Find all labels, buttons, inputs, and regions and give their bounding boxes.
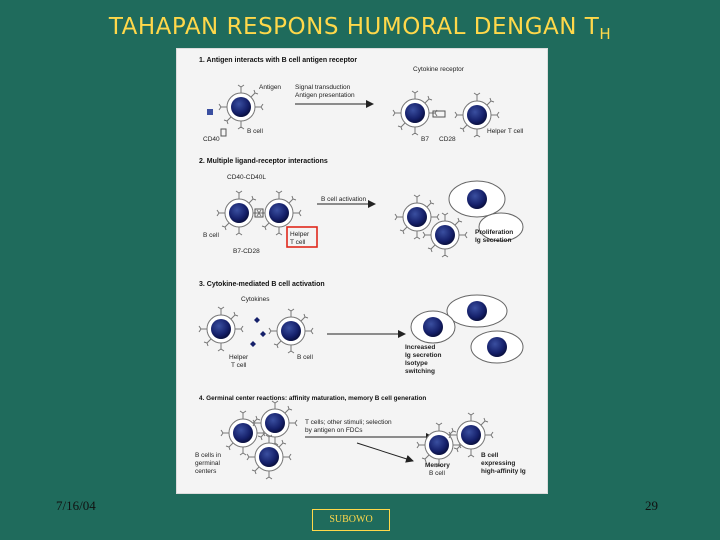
high-affinity-b-cell bbox=[448, 412, 494, 458]
slide-date: 7/16/04 bbox=[56, 498, 96, 513]
high-affinity-label-2: expressing bbox=[481, 460, 515, 467]
author-box: SUBOWO bbox=[312, 509, 390, 531]
memory-label-2: B cell bbox=[429, 470, 445, 477]
cytokine-molecules bbox=[250, 317, 266, 347]
ligand-contact bbox=[254, 208, 264, 218]
helper-t-cell-highlight bbox=[286, 226, 318, 248]
panel-4-arrow-line1: T cells; other stimuli; selection bbox=[305, 419, 392, 426]
panel-1-arrow-line2: Antigen presentation bbox=[295, 92, 355, 99]
b7-cd28-contact bbox=[432, 110, 446, 118]
b-cell-label-1: B cell bbox=[247, 128, 263, 135]
proliferation-label: Proliferation bbox=[475, 229, 513, 236]
proliferating-cell-2 bbox=[478, 212, 524, 242]
panel-3-heading: 3. Cytokine-mediated B cell activation bbox=[199, 281, 325, 288]
antigen-marker bbox=[207, 109, 213, 115]
gc-b-cell-2 bbox=[252, 400, 298, 446]
nucleus-4 bbox=[487, 337, 507, 357]
nucleus-1 bbox=[467, 189, 487, 209]
gc-label-3: centers bbox=[195, 468, 217, 475]
switching-label: switching bbox=[405, 368, 435, 375]
cd40-receptor bbox=[220, 128, 227, 137]
b7-cd28-label: B7-CD28 bbox=[233, 248, 260, 255]
high-affinity-label-1: B cell bbox=[481, 452, 499, 459]
nucleus-3 bbox=[423, 317, 443, 337]
ig-secretion-label: Ig secretion bbox=[475, 237, 512, 244]
b-cell-label-2: B cell bbox=[203, 232, 219, 239]
helper-t-cell-2 bbox=[256, 190, 302, 236]
panel-2-arrow-label: B cell activation bbox=[321, 196, 367, 203]
humoral-response-figure: 1. Antigen interacts with B cell antigen… bbox=[176, 48, 548, 494]
panel-3: 3. Cytokine-mediated B cell activation C… bbox=[198, 281, 524, 375]
cytokine-receptor-label: Cytokine receptor bbox=[413, 66, 465, 73]
panel-1-heading: 1. Antigen interacts with B cell antigen… bbox=[199, 57, 357, 64]
ig-secretion-label-2: Ig secretion bbox=[405, 352, 442, 359]
panel-1-arrow-line1: Signal transduction bbox=[295, 84, 351, 91]
slide-page-number: 29 bbox=[645, 498, 658, 513]
panel-1: 1. Antigen interacts with B cell antigen… bbox=[199, 57, 524, 143]
panel-4: 4. Germinal center reactions: affinity m… bbox=[195, 395, 526, 480]
high-affinity-label-3: high-affinity Ig bbox=[481, 468, 526, 475]
isotype-label: Isotype bbox=[405, 360, 428, 367]
helper-t-cell-3 bbox=[198, 306, 244, 352]
helper-label-2b: T cell bbox=[290, 239, 306, 246]
panel-2-heading: 2. Multiple ligand-receptor interactions bbox=[199, 158, 328, 165]
slide-title-subscript: H bbox=[599, 25, 612, 43]
cd28-label: CD28 bbox=[439, 136, 456, 143]
helper-label-2a: Helper bbox=[290, 231, 310, 238]
helper-label-3a: Helper bbox=[229, 354, 249, 361]
figure-drawing: 1. Antigen interacts with B cell antigen… bbox=[195, 57, 526, 480]
cd40-label: CD40 bbox=[203, 136, 220, 143]
b-cell-6 bbox=[268, 308, 314, 354]
memory-label-1: Memory bbox=[425, 462, 450, 469]
memory-b-cell bbox=[416, 422, 462, 468]
helper-label-3b: T cell bbox=[231, 362, 247, 369]
b-cell-2 bbox=[392, 90, 438, 136]
slide-title: TAHAPAN RESPONS HUMORAL DENGAN TH bbox=[0, 14, 720, 43]
panel-4-arrow-line2: by antigen on FDCs bbox=[305, 427, 363, 434]
gc-label-2: germinal bbox=[195, 460, 220, 467]
antigen-label: Antigen bbox=[259, 84, 281, 91]
panel-4-arrow-down bbox=[356, 442, 414, 463]
gc-label-1: B cells in bbox=[195, 452, 221, 459]
increased-label: Increased bbox=[405, 344, 435, 351]
cd40-cd40l-label: CD40-CD40L bbox=[227, 174, 266, 181]
b-cell-3 bbox=[216, 190, 262, 236]
cytokines-label: Cytokines bbox=[241, 296, 270, 303]
panel-2: 2. Multiple ligand-receptor interactions… bbox=[199, 158, 524, 258]
b-cell-label-3: B cell bbox=[297, 354, 313, 361]
helper-t-cell-label-1: Helper T cell bbox=[487, 128, 524, 135]
nucleus-2 bbox=[467, 301, 487, 321]
b-cell-1 bbox=[218, 84, 264, 130]
panel-4-heading: 4. Germinal center reactions: affinity m… bbox=[199, 395, 426, 402]
slide-title-text: TAHAPAN RESPONS HUMORAL DENGAN T bbox=[108, 14, 600, 40]
b7-label: B7 bbox=[421, 136, 429, 143]
